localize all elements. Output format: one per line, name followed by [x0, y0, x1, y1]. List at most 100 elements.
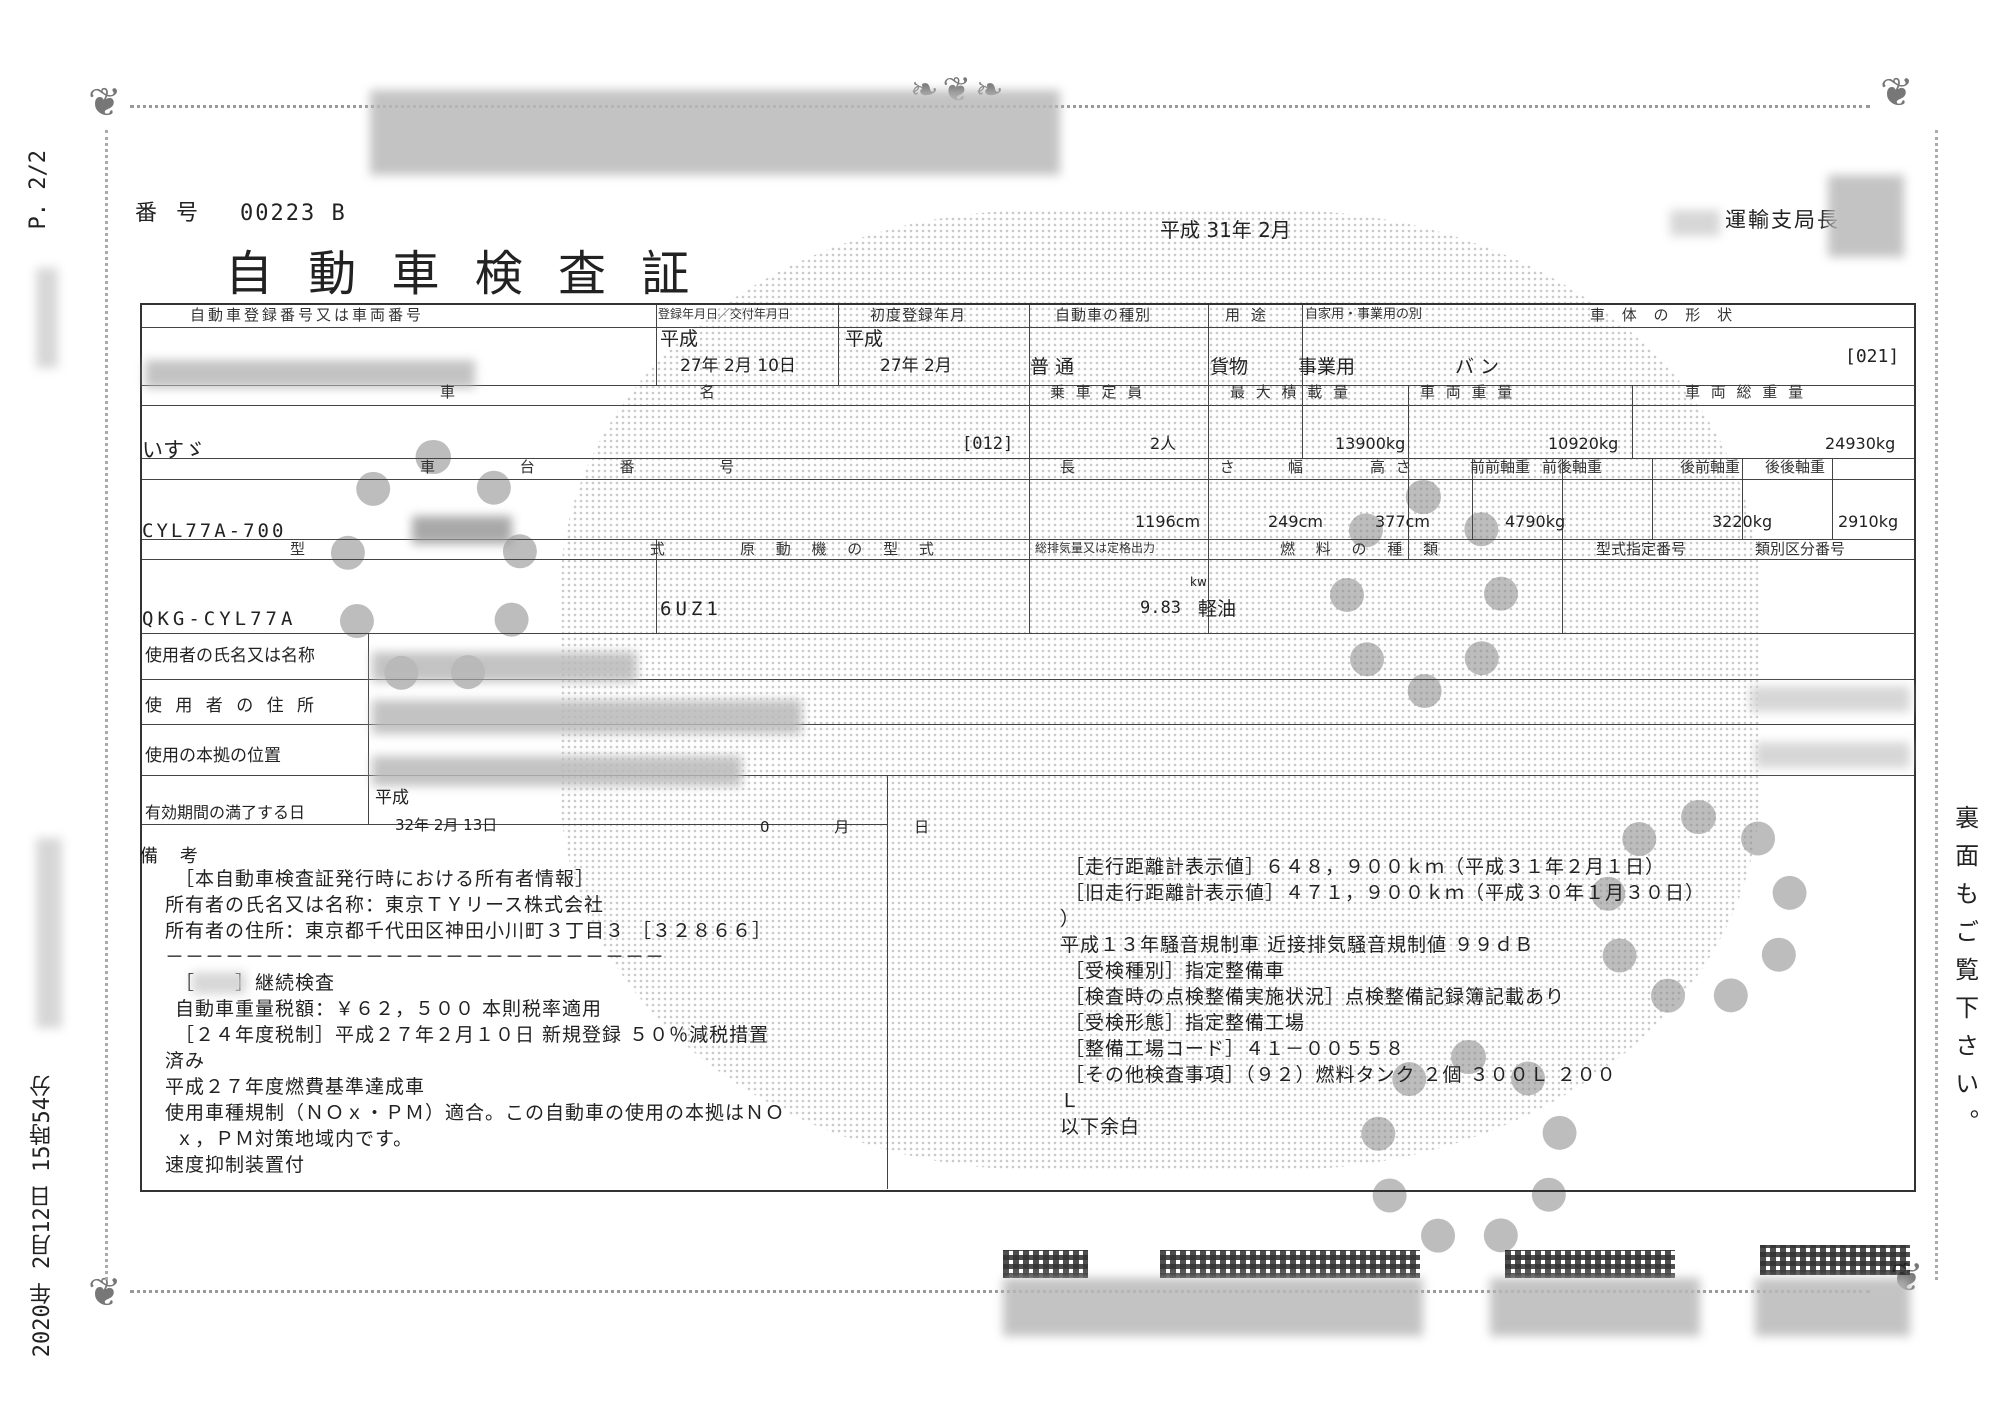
- number-value: 00223 B: [240, 201, 347, 226]
- col-line: [1029, 305, 1030, 633]
- col-line: [1562, 539, 1563, 633]
- qr-code: [1160, 1250, 1420, 1278]
- qr-code: [1505, 1250, 1675, 1278]
- chassis-number: CYL77A-700: [142, 520, 287, 542]
- qr-code: [1760, 1245, 1910, 1275]
- reg-date: 27年 2月 10日: [680, 356, 796, 376]
- displacement-value: 9.83: [1140, 598, 1181, 618]
- car-name: いすゞ: [142, 438, 205, 462]
- corner-ornament: ❦: [1880, 70, 1914, 116]
- header-model: 型 式: [290, 540, 835, 558]
- header-car-name: 車 名: [440, 383, 835, 401]
- remark-line: 所有者の氏名又は名称：東京ＴＹリース株式会社: [165, 894, 605, 916]
- header-width: 幅: [1288, 458, 1307, 476]
- header-category-no: 類別区分番号: [1755, 540, 1846, 558]
- rear-front-value: 3220kg: [1712, 512, 1773, 531]
- row-line: [142, 458, 1914, 459]
- private-business-value: 事業用: [1298, 356, 1356, 378]
- max-load-value: 13900kg: [1335, 434, 1406, 453]
- displacement-unit: kw: [1190, 575, 1207, 589]
- header-type-no: 型式指定番号: [1596, 540, 1687, 558]
- certificate-form: [140, 303, 1916, 1192]
- remark-line: －－－－－－－－－－－－－－－－－－－－－－－－－: [165, 946, 666, 968]
- redacted-user-name: [372, 652, 637, 682]
- remark-line: Ｌ: [1060, 1090, 1081, 1112]
- remark-line: ［本自動車検査証発行時における所有者情報］: [175, 868, 596, 890]
- redacted-qr-code: [1755, 1278, 1910, 1336]
- body-shape-code: [021]: [1845, 346, 1900, 367]
- remark-line: ［旧走行距離計表示値］４７１，９００ｋｍ（平成３０年１月３０日）: [1065, 882, 1706, 904]
- remark-line: ［検査時の点検整備実施状況］点検整備記録簿記載あり: [1065, 986, 1566, 1008]
- header-length: 長 さ: [1060, 458, 1305, 476]
- page-title: 自 動 車 検 査 証: [225, 246, 700, 302]
- header-front-front: 前前軸重: [1470, 458, 1531, 476]
- issuer-label: 運輸支局長: [1725, 208, 1840, 232]
- header-rear-front: 後前軸重: [1680, 458, 1741, 476]
- rear-rear-value: 2910kg: [1838, 512, 1899, 531]
- remark-line: ［受検種別］指定整備車: [1065, 960, 1286, 982]
- remark-line: 平成２７年度燃費基準達成車: [165, 1076, 426, 1098]
- background-pattern: [560, 210, 1760, 1170]
- header-rear-rear: 後後軸重: [1765, 458, 1826, 476]
- first-reg-date: 27年 2月: [880, 356, 952, 376]
- col-line: [1208, 305, 1209, 633]
- remark-line: 速度抑制装置付: [165, 1154, 306, 1176]
- header-max-load: 最 大 積 載 量: [1230, 383, 1352, 401]
- col-line: [1408, 385, 1409, 559]
- use-value: 貨物: [1210, 356, 1249, 378]
- col-line: [1472, 458, 1473, 539]
- header-chassis-no: 車 台 番 号: [420, 458, 775, 476]
- header-capacity: 乗 車 定 員: [1050, 383, 1146, 401]
- redacted-base-location: [372, 756, 742, 786]
- issuer-seal: [1828, 175, 1904, 257]
- row-line: [142, 479, 1914, 480]
- redacted-block: [36, 838, 62, 1028]
- col-line: [1302, 305, 1303, 385]
- row-line: [142, 775, 1914, 776]
- header-first-reg: 初度登録年月: [870, 306, 967, 324]
- remark-line: 平成１３年騒音規制車 近接排気騒音規制値 ９９ｄＢ: [1060, 934, 1535, 956]
- col-line: [1208, 559, 1209, 633]
- fax-page-number: P. 2/2: [26, 150, 51, 230]
- redacted-header: [370, 90, 1060, 175]
- header-user-address: 使 用 者 の 住 所: [145, 696, 319, 716]
- issue-date: 平成 31年 2月: [1160, 218, 1291, 242]
- corner-ornament: ❦: [88, 80, 122, 126]
- header-use: 用 途: [1225, 306, 1269, 324]
- header-body-shape: 車 体 の 形 状: [1590, 306, 1739, 324]
- back-side-note: 裏面もご覧下さい。: [1950, 805, 1979, 1147]
- col-line: [1302, 385, 1303, 459]
- remark-line: ｘ，ＰＭ対策地域内です。: [175, 1128, 414, 1150]
- left-border: [105, 130, 108, 1280]
- col-line: [887, 775, 888, 1189]
- redacted-issuer-prefix: [1670, 210, 1720, 236]
- remark-line: ［走行距離計表示値］６４８，９００ｋｍ（平成３１年２月１日）: [1065, 856, 1666, 878]
- col-line: [1562, 458, 1563, 539]
- header-fuel: 燃 料 の 種 類: [1280, 540, 1447, 558]
- fax-timestamp: 2020年 2月12日 15時54分: [30, 1075, 55, 1358]
- reg-era: 平成: [660, 328, 699, 350]
- header-vehicle-kind: 自動車の種別: [1055, 306, 1152, 324]
- header-remarks: 備 考: [140, 846, 206, 867]
- redacted-chassis-suffix: [412, 516, 512, 544]
- header-front-rear: 前後軸重: [1542, 458, 1603, 476]
- remark-line: 以下余白: [1060, 1116, 1141, 1138]
- remark-line: 自動車重量税額：￥６２，５００ 本則税率適用: [175, 998, 603, 1020]
- body-shape-value: バ ン: [1455, 356, 1500, 378]
- row-line: [142, 539, 1914, 540]
- remark-line: 使用車種規制（ＮＯｘ・ＰＭ）適合。この自動車の使用の本拠はＮＯ: [165, 1102, 786, 1124]
- remark-line: ［受検形態］指定整備工場: [1065, 1012, 1306, 1034]
- first-reg-era: 平成: [845, 328, 884, 350]
- col-line: [656, 539, 657, 633]
- vehicle-kind: 普 通: [1030, 356, 1075, 378]
- remark-line: ［その他検査事項］（９２）燃料タンク ２個 ３００Ｌ ２００: [1065, 1064, 1617, 1086]
- col-line: [1632, 385, 1633, 459]
- redacted-user-address: [372, 700, 802, 734]
- right-border: [1935, 130, 1938, 1280]
- redacted-qr-code: [1003, 1278, 1423, 1336]
- col-line: [1742, 458, 1743, 539]
- remark-line: 済み: [165, 1050, 206, 1072]
- col-line: [1652, 458, 1653, 539]
- col-line: [1832, 458, 1833, 539]
- corner-ornament: ❦: [88, 1270, 122, 1316]
